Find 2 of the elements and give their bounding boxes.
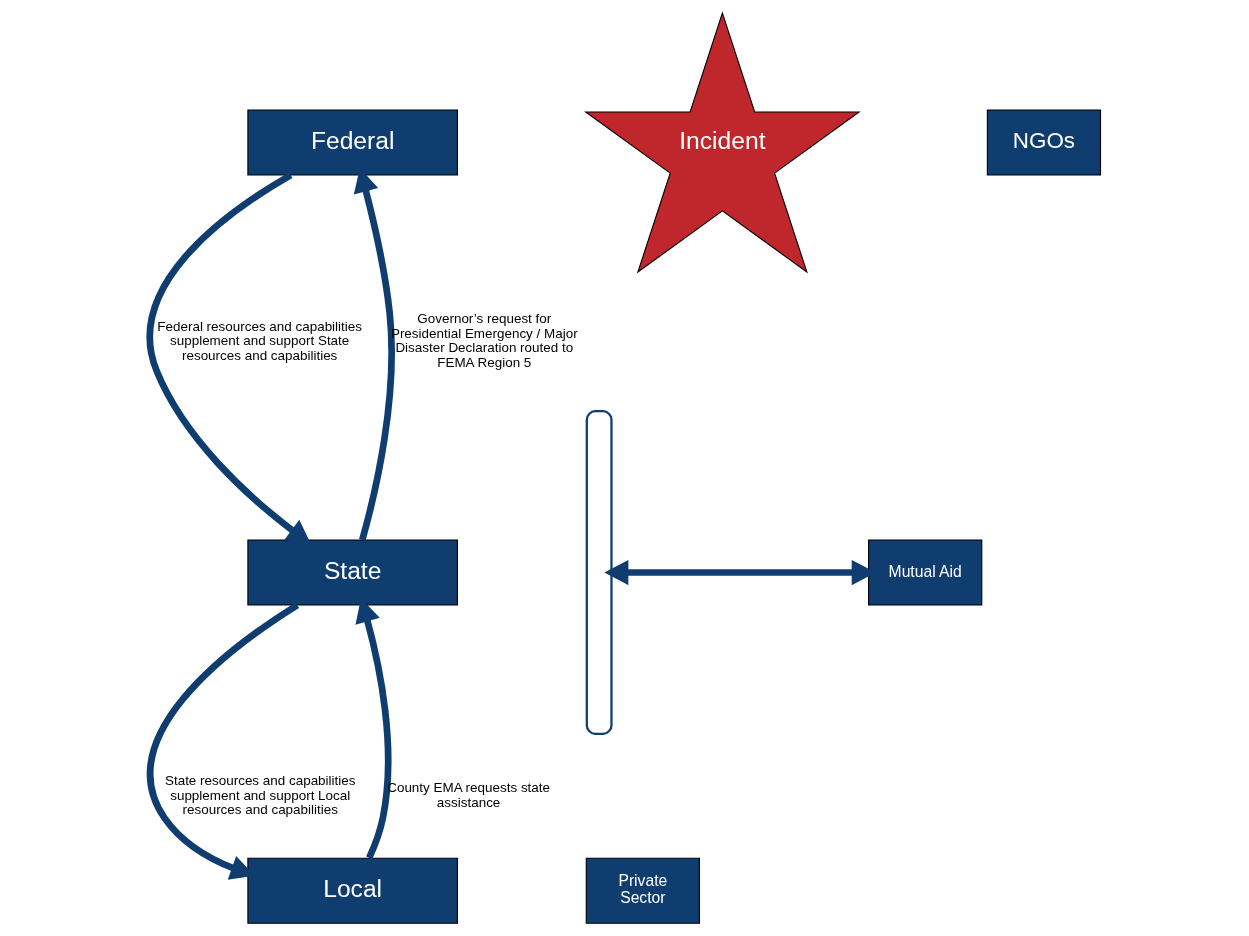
edge-label: State resources and capabilities supplement and support Local resources and capabilities — [164, 772, 355, 818]
edge-label: Federal resources and capabilities supplement and support State resources and capabilities — [156, 318, 362, 363]
